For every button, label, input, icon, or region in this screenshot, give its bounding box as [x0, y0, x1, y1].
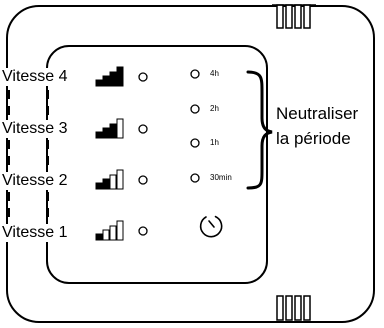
signal-bars-icon — [95, 118, 124, 139]
speed-led-3 — [138, 124, 148, 134]
signal-bar-filled — [109, 123, 117, 139]
signal-bar-filled — [102, 75, 110, 87]
timer-label-4h: 4h — [210, 69, 219, 78]
speed-led-4 — [138, 72, 148, 82]
signal-bar-filled — [116, 66, 124, 87]
timer-led-2h — [190, 104, 200, 114]
speed-label-2: Vitesse 2 — [1, 172, 69, 190]
speed-label-4: Vitesse 4 — [1, 68, 69, 86]
timer-led-1h — [190, 138, 200, 148]
signal-bar-filled — [95, 233, 103, 241]
signal-bar-empty — [116, 220, 124, 241]
signal-bars-icon — [95, 220, 124, 241]
signal-bar-filled — [102, 178, 110, 190]
timer-icon[interactable] — [199, 215, 223, 238]
signal-bar-empty — [109, 225, 117, 241]
timer-label-1h: 1h — [210, 138, 219, 147]
curly-brace-icon — [246, 70, 273, 190]
signal-bar-empty — [109, 174, 117, 190]
annotation-line-1: Neutraliser — [276, 104, 359, 123]
signal-bar-empty — [116, 118, 124, 139]
signal-bar-filled — [95, 131, 103, 139]
timer-label-2h: 2h — [210, 104, 219, 113]
signal-bars-icon — [95, 169, 124, 190]
vent-slots-top-icon — [272, 4, 316, 29]
speed-label-1: Vitesse 1 — [1, 224, 69, 242]
signal-bar-filled — [102, 127, 110, 139]
timer-label-30min: 30min — [210, 173, 232, 182]
signal-bar-filled — [95, 79, 103, 87]
timer-led-4h — [190, 69, 200, 79]
signal-bar-empty — [116, 169, 124, 190]
speed-led-1 — [138, 226, 148, 236]
signal-bars-icon — [95, 66, 124, 87]
timer-led-30min — [190, 173, 200, 183]
signal-bar-filled — [109, 71, 117, 87]
device-inner-panel — [46, 45, 268, 284]
vent-slots-bottom-icon — [276, 295, 311, 321]
signal-bar-filled — [95, 182, 103, 190]
speed-label-3: Vitesse 3 — [1, 120, 69, 138]
speed-led-2 — [138, 175, 148, 185]
signal-bar-empty — [102, 229, 110, 241]
annotation-line-2: la période — [276, 129, 351, 148]
device-outer-frame — [6, 5, 375, 323]
label-connector-lines — [8, 90, 49, 232]
